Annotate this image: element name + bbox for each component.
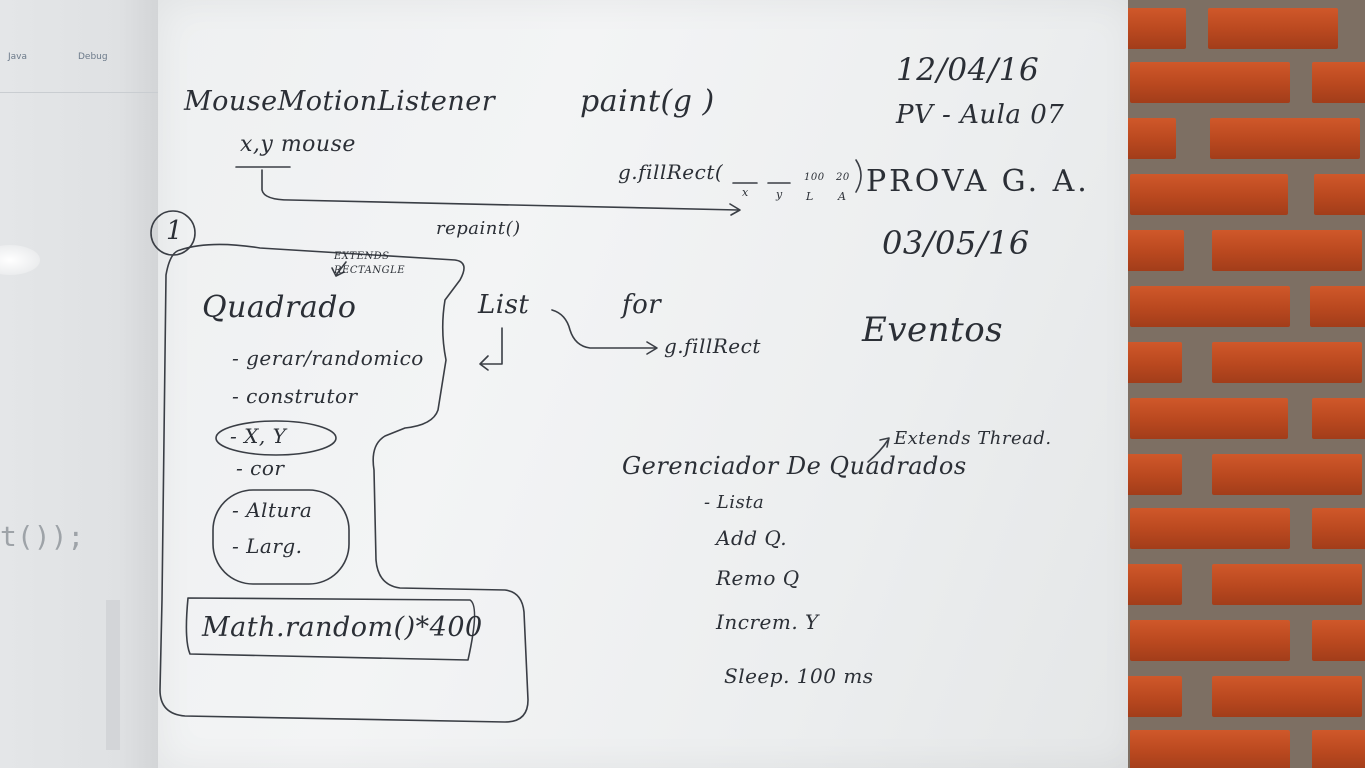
brick bbox=[1128, 118, 1176, 159]
for-label: for bbox=[622, 290, 662, 320]
brick bbox=[1212, 342, 1362, 383]
gerenciador-item-lista: - Lista bbox=[704, 492, 765, 513]
fillrect-loop: g.fillRect bbox=[664, 334, 761, 358]
java-perspective-button: Java bbox=[8, 52, 28, 62]
fillrect-arg-l: L bbox=[806, 190, 814, 203]
quadrado-item-xy: - X, Y bbox=[230, 424, 287, 448]
extends-rectangle-note: EXTENDS RECTANGLE bbox=[334, 251, 406, 276]
list-label: List bbox=[478, 290, 530, 320]
math-random: Math.random()*400 bbox=[202, 612, 483, 643]
brick bbox=[1128, 676, 1182, 717]
brick bbox=[1130, 62, 1290, 103]
quadrado-item-altura: - Altura bbox=[232, 498, 313, 522]
gerenciador-item-increm: Increm. Y bbox=[716, 610, 819, 634]
brick bbox=[1128, 342, 1182, 383]
brick bbox=[1314, 174, 1365, 215]
fillrect-close-paren bbox=[855, 159, 862, 193]
brick bbox=[1130, 174, 1288, 215]
brick bbox=[1128, 454, 1182, 495]
brick bbox=[1312, 508, 1365, 549]
gerenciador-item-add: Add Q. bbox=[716, 526, 788, 550]
quadrado-item-construtor: - construtor bbox=[232, 384, 358, 408]
brick bbox=[1312, 730, 1365, 768]
brick bbox=[1128, 230, 1184, 271]
brick bbox=[1212, 676, 1362, 717]
gerenciador-item-remo: Remo Q bbox=[716, 566, 800, 590]
topic-title: Eventos bbox=[862, 310, 1004, 350]
ide-code-fragment: t()); bbox=[0, 520, 85, 553]
listener-heading: MouseMotionListener bbox=[184, 86, 496, 117]
xy-mouse-note: x,y mouse bbox=[240, 132, 356, 157]
xy-oval bbox=[215, 420, 337, 456]
gerenciador-class: Gerenciador De Quadrados bbox=[622, 452, 967, 480]
brick bbox=[1312, 620, 1365, 661]
dimensions-box bbox=[212, 489, 350, 585]
whiteboard bbox=[158, 0, 1136, 768]
course-title: PV - Aula 07 bbox=[896, 100, 1065, 130]
fillrect-arg-y: y bbox=[776, 188, 783, 201]
arrowhead bbox=[729, 203, 741, 216]
brick bbox=[1130, 730, 1290, 768]
brick bbox=[1212, 564, 1362, 605]
brick-wall bbox=[1128, 0, 1365, 768]
ide-toolbar: Java Debug bbox=[0, 44, 160, 70]
fillrect-arg-x: x bbox=[742, 186, 749, 199]
brick bbox=[1128, 564, 1182, 605]
gerenciador-item-sleep: Sleep. 100 ms bbox=[724, 664, 874, 688]
brick bbox=[1212, 230, 1362, 271]
quadrado-item-gerar: - gerar/randomico bbox=[232, 346, 424, 370]
brick bbox=[1130, 286, 1290, 327]
brick bbox=[1208, 8, 1338, 49]
brick bbox=[1128, 8, 1186, 49]
quadrado-item-larg: - Larg. bbox=[232, 534, 303, 558]
fillrect-call: g.fillRect( bbox=[618, 160, 724, 184]
math-random-box bbox=[185, 597, 476, 661]
lesson-date: 12/04/16 bbox=[896, 52, 1040, 88]
brick bbox=[1130, 398, 1288, 439]
arrowhead-2 bbox=[646, 341, 658, 355]
brick bbox=[1210, 118, 1360, 159]
number-one: 1 bbox=[166, 216, 184, 246]
brick bbox=[1312, 398, 1365, 439]
fillrect-num-height: 20 bbox=[836, 172, 850, 183]
paint-method: paint(g ) bbox=[580, 84, 715, 119]
repaint-call: repaint() bbox=[436, 218, 521, 239]
projected-ide: Java Debug t()); bbox=[0, 0, 170, 768]
fillrect-num-width: 100 bbox=[804, 172, 825, 183]
exam-label: PROVA G. A. bbox=[866, 164, 1090, 199]
brick bbox=[1212, 454, 1362, 495]
quadrado-outline bbox=[159, 243, 529, 723]
fillrect-arg-a: A bbox=[838, 190, 847, 203]
brick bbox=[1130, 508, 1290, 549]
mouse-to-fillrect-arrow bbox=[261, 169, 739, 211]
ide-scrollbar bbox=[106, 600, 120, 750]
list-return-arrow bbox=[479, 327, 503, 371]
extends-thread: Extends Thread. bbox=[894, 428, 1052, 449]
thread-arrow bbox=[867, 437, 890, 463]
list-to-fillrect-arrow bbox=[551, 309, 656, 349]
brick bbox=[1130, 620, 1290, 661]
quadrado-class: Quadrado bbox=[202, 290, 357, 325]
brick bbox=[1312, 62, 1365, 103]
ide-divider bbox=[0, 92, 160, 93]
quadrado-item-cor: - cor bbox=[236, 456, 285, 480]
debug-perspective-button: Debug bbox=[78, 52, 108, 62]
brick bbox=[1310, 286, 1365, 327]
extends-arrow bbox=[331, 261, 347, 277]
exam-date: 03/05/16 bbox=[882, 224, 1030, 262]
